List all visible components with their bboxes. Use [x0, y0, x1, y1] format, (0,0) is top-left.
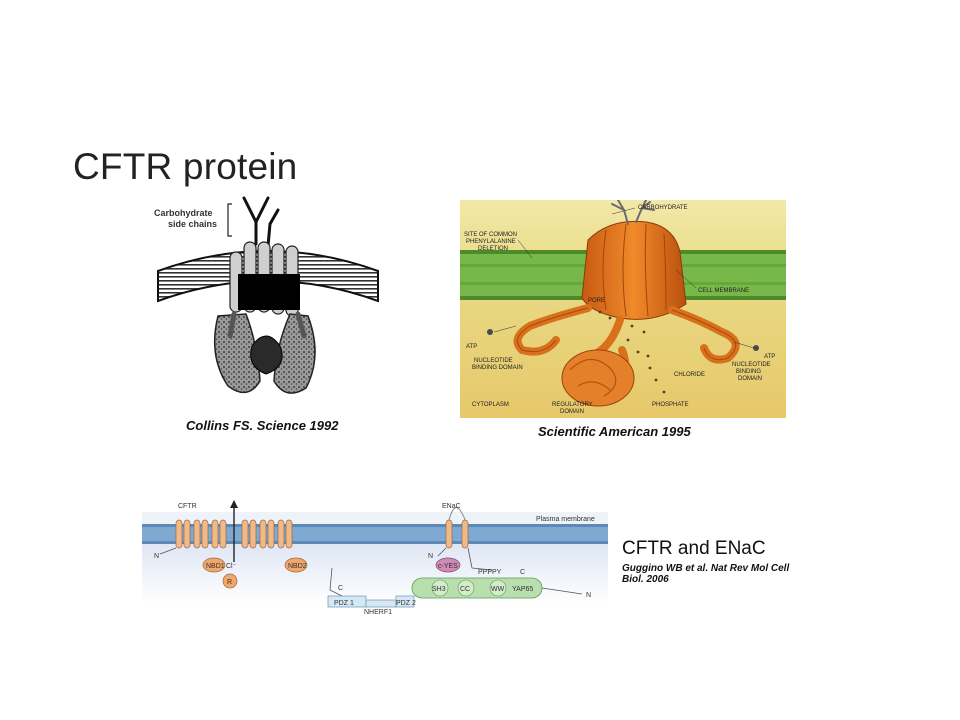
- guggino-caption-2: Biol. 2006: [622, 574, 669, 585]
- membrane-block: [238, 274, 300, 310]
- label-nbd-left-2: BINDING DOMAIN: [472, 365, 523, 371]
- g-label-plasma-membrane: Plasma membrane: [536, 516, 595, 523]
- g-label-nherf: NHERF1: [364, 609, 392, 616]
- guggino-caption-1: Guggino WB et al. Nat Rev Mol Cell: [622, 563, 790, 574]
- label-atp-left: ATP: [466, 344, 477, 350]
- g-label-pdz1: PDZ 1: [334, 600, 354, 607]
- g-label-sh3: SH3: [432, 586, 446, 593]
- sciam-illustration: CARBOHYDRATE SITE OF COMMON PHENYLALANIN…: [460, 199, 786, 418]
- g-label-nbd2: NBD2: [288, 563, 307, 570]
- g-label-nbd1: NBD1: [206, 563, 225, 570]
- g-label-c2: C: [520, 569, 525, 576]
- g-label-ww: WW: [491, 586, 505, 593]
- label-site-1: SITE OF COMMON: [464, 232, 517, 238]
- g-label-ppppy: PPPPY: [478, 569, 502, 576]
- enac-helices: [445, 519, 469, 549]
- guggino-text: CFTR and ENaC Guggino WB et al. Nat Rev …: [622, 538, 942, 585]
- label-cell-membrane: CELL MEMBRANE: [698, 288, 749, 294]
- label-carbohydrate: CARBOHYDRATE: [638, 205, 688, 211]
- label-phosphate: PHOSPHATE: [652, 402, 689, 408]
- nbd-left: [213, 313, 261, 394]
- slide-title: CFTR protein: [73, 146, 298, 187]
- label-cytoplasm: CYTOPLASM: [472, 402, 509, 408]
- label-nbd-right-3: DOMAIN: [738, 376, 762, 382]
- nbd1: [202, 557, 226, 573]
- g-label-c1: C: [338, 585, 343, 592]
- label-chloride: CHLORIDE: [674, 372, 705, 378]
- label-pore: PORE: [588, 298, 605, 304]
- label-site-3: DELETION: [478, 246, 508, 252]
- label-nbd-right-1: NUCLEOTIDE: [732, 362, 771, 368]
- bracket: [227, 203, 232, 237]
- g-label-n3: N: [586, 592, 591, 599]
- g-label-pdz2: PDZ 2: [396, 600, 416, 607]
- guggino-illustration: CFTR ENaC Plasma membrane N NBD1 Cl⁻ R N…: [142, 500, 608, 616]
- label-atp-right: ATP: [764, 354, 775, 360]
- cftr-channel: [581, 220, 687, 320]
- g-label-cc: CC: [460, 586, 470, 593]
- atp-left-dot: [487, 329, 493, 335]
- label-site-2: PHENYLALANINE: [466, 239, 516, 245]
- g-label-r: R: [227, 579, 232, 586]
- cftr-helices: [175, 519, 293, 549]
- g-label-n1: N: [154, 553, 159, 560]
- label-nbd-left-1: NUCLEOTIDE: [474, 358, 513, 364]
- guggino-title: CFTR and ENaC: [622, 538, 766, 559]
- g-label-enac: ENaC: [442, 503, 461, 510]
- g-label-n2: N: [428, 553, 433, 560]
- collins-illustration: Carbohydrate side chains: [154, 196, 379, 394]
- collins-caption: Collins FS. Science 1992: [186, 418, 339, 433]
- carbohydrate-label-1: Carbohydrate: [154, 208, 213, 218]
- nbd2: [284, 557, 308, 573]
- g-label-cl: Cl⁻: [226, 563, 237, 570]
- collins-diagram: Carbohydrate side chains: [148, 196, 388, 411]
- label-regulatory-2: DOMAIN: [560, 409, 584, 415]
- sciam-caption: Scientific American 1995: [538, 424, 691, 439]
- g-label-cyes: c-YES: [438, 563, 458, 570]
- guggino-diagram: CFTR ENaC Plasma membrane N NBD1 Cl⁻ R N…: [142, 496, 608, 616]
- c-yes: [435, 557, 461, 573]
- sciam-diagram: CARBOHYDRATE SITE OF COMMON PHENYLALANIN…: [460, 199, 786, 418]
- regulatory-domain: [561, 349, 635, 407]
- r-domain: [222, 573, 238, 589]
- label-regulatory-1: REGULATORY: [552, 402, 593, 408]
- g-label-yap65: YAP65: [512, 586, 533, 593]
- g-label-cftr: CFTR: [178, 503, 197, 510]
- carbohydrate-chains: [242, 196, 280, 248]
- label-nbd-right-2: BINDING: [736, 369, 761, 375]
- regulatory-domain: [250, 335, 283, 375]
- plasma-membrane: [142, 524, 608, 544]
- carbohydrate-label-2: side chains: [168, 219, 217, 229]
- atp-right-dot: [753, 345, 759, 351]
- pdz2: [395, 595, 415, 608]
